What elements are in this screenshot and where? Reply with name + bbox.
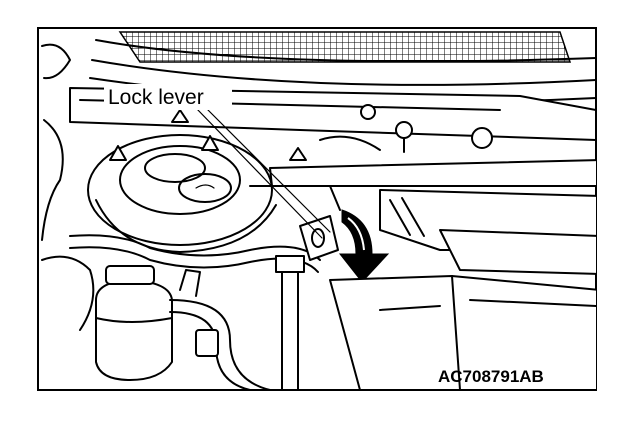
reservoir <box>95 279 173 381</box>
figure-code: AC708791AB <box>438 367 544 386</box>
cowl-grille <box>118 31 572 63</box>
battery-tray <box>329 275 596 390</box>
lock-lever-arm <box>269 159 596 187</box>
lock-lever-label: Lock lever <box>108 86 204 109</box>
